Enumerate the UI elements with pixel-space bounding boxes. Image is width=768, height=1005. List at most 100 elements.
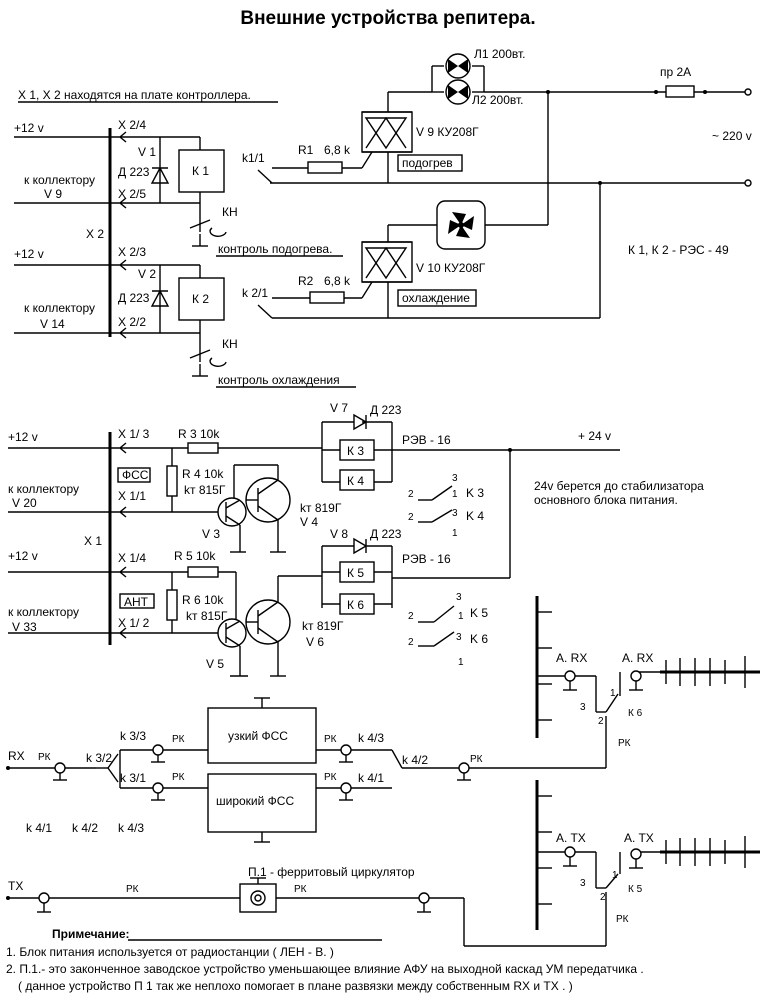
cool-label: охлаждение [402,291,470,305]
rk-narrow-in: РК [172,734,185,745]
v1-label: V 1 [138,145,156,159]
notes-section: Примечание: 1. Блок питания используется… [6,927,644,993]
x25-label: X 2/5 [118,187,146,201]
v5-label: V 5 [206,657,224,671]
diode-v8 [353,537,368,555]
contact-k3: K 3 [466,486,484,500]
resistor-r2 [309,291,345,304]
kt815-label-2: kт 815Г [186,609,228,623]
mid-collector-v33: к коллектору [8,605,79,619]
k5-pin2: 2 [408,611,414,622]
r4-label: R 4 10k [182,467,224,481]
k4-pin2: 2 [408,512,414,523]
k6-pin1: 1 [458,657,464,668]
tx-label: TX [8,879,23,893]
x-note: X 1, X 2 находятся на плате контроллера. [18,88,251,102]
wide-filter [207,773,317,833]
k5-pin1: 1 [458,611,464,622]
legend-k41: k 4/1 [26,821,52,835]
k5-c1: 1 [612,870,618,881]
d223-label-2: Д 223 [118,291,150,305]
rk-rx-1: РК [38,752,51,763]
atx-label-1: A. TX [556,831,586,845]
mid-p12-label-1: +12 v [8,430,38,444]
rx-label: RX [8,749,25,763]
x13-label: X 1/ 3 [118,427,150,441]
mid-p12-label-2: +12 v [8,549,38,563]
k4-label: К 4 [347,474,364,488]
fuse [665,85,695,98]
v2-label: V 2 [138,267,156,281]
contact-k4: K 4 [466,509,484,523]
kt819-label-1: kт 819Г [300,501,342,515]
p24-label: + 24 v [578,429,611,443]
k3-pin1: 1 [452,489,458,500]
collector-v14-label: к коллектору [24,301,95,315]
transistor-v3 [217,497,247,527]
k33-label: k 3/3 [120,729,146,743]
x1-label: X 1 [84,534,102,548]
v3-label: V 3 [202,527,220,541]
k6-label: К 6 [628,708,643,719]
v7-label: V 7 [330,401,348,415]
legend-k42: k 4/2 [72,821,98,835]
relay-k2 [178,277,225,321]
r2-value: 6,8 k [324,274,351,288]
circulator-p1 [239,883,277,913]
k3-label: К 3 [347,444,364,458]
arx-label-1: A. RX [556,651,587,665]
collector-v9-label: к коллектору [24,173,95,187]
ant-label: АНТ [124,595,149,609]
mid-collector-v20: к коллектору [8,482,79,496]
d7-label: Д 223 [370,403,402,417]
lamp-l2 [445,79,471,105]
rf-section: A. RX A. RX 3 1 2 К 6 РК RX РК [6,596,760,947]
kn1-label: КН [222,205,238,219]
v6-label: V 6 [306,635,324,649]
narrow-filter [207,707,317,764]
x22-label: X 2/2 [118,315,146,329]
v9-label: V 9 КУ208Г [416,125,479,139]
resistor-r6 [166,589,178,621]
k1-label: К 1 [192,164,209,178]
k5-c3: 3 [580,878,586,889]
r3-label: R 3 10k [178,427,220,441]
arx-label-2: A. RX [622,651,653,665]
cool-box [397,289,477,307]
narrow-label: узкий ФСС [228,729,288,743]
x24-label: X 2/4 [118,118,146,132]
button-kn1 [189,219,211,229]
switch-k42 [391,749,403,769]
diagram-title: Внешние устройства репитера. [240,8,535,29]
ctrl-heat-label: контроль подогрева. [218,242,332,256]
lamp-l1 [445,53,471,79]
k21-label: k 2/1 [242,286,268,300]
resistor-r1 [307,161,343,174]
rk-rx-2: РК [470,754,483,765]
legend-k43: k 4/3 [118,821,144,835]
k6-c3: 3 [580,702,586,713]
k32-label: k 3/2 [86,751,112,765]
x2-label: X 2 [86,227,104,241]
k11-label: k1/1 [242,151,265,165]
heat-label: подогрев [402,156,453,170]
k5-label: К 5 [628,884,643,895]
rk-wide-in: РК [172,772,185,783]
r1-value: 6,8 k [324,143,351,157]
k6-pin2: 2 [408,637,414,648]
rk-narrow-out: РК [324,734,337,745]
rk-wide-out: РК [324,772,337,783]
note-2: 2. П.1.- это законченное заводское устро… [6,962,644,976]
diode-v2 [150,289,170,307]
r5-label: R 5 10k [174,549,216,563]
mid-collector-v20-b: V 20 [12,496,37,510]
lamp-l1-label: Л1 200вт. [474,47,526,61]
rk-tx-2: РК [294,884,307,895]
k2-label: К 2 [192,292,209,306]
heat-box [397,154,463,172]
k4-pin1: 1 [452,528,458,539]
ctrl-cool-label: контроль охлаждения [218,373,340,387]
switch-k5 [605,873,619,889]
notes-heading: Примечание: [52,927,130,941]
switch-k6 [605,693,619,713]
